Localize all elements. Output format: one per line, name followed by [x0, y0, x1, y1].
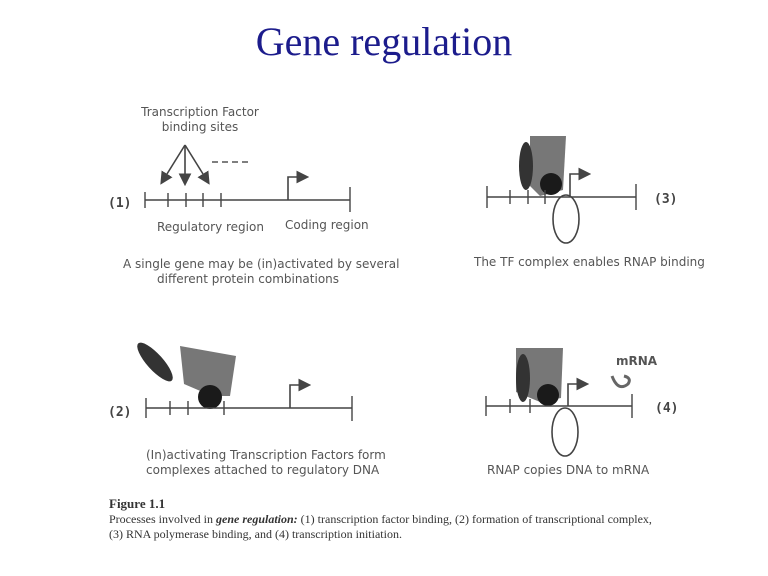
panel-caption: RNAP copies DNA to mRNA — [487, 463, 650, 477]
panel-1: Transcription Factor binding sites (1) R… — [108, 105, 399, 286]
panel-number: (4) — [655, 401, 678, 416]
tf-round-protein — [537, 384, 559, 406]
panel-number: (2) — [108, 405, 131, 420]
panel-number: (3) — [654, 192, 677, 207]
tf-dark-protein — [516, 354, 530, 402]
page-title: Gene regulation — [255, 19, 513, 64]
tf-gray-protein — [180, 346, 236, 396]
tf-label-line1: Transcription Factor — [140, 105, 259, 119]
promoter-arrow — [567, 377, 590, 406]
tf-round-protein — [198, 385, 222, 409]
promoter-arrow — [287, 170, 310, 200]
panel-3: (3) The TF complex enables RNAP binding — [473, 136, 705, 269]
panel-caption: The TF complex enables RNAP binding — [473, 255, 705, 269]
mrna-curl-icon — [610, 374, 631, 389]
tf-round-protein — [540, 173, 562, 195]
promoter-arrow — [569, 167, 592, 197]
panel-2: (2) (In)activating Transcription Factors… — [108, 342, 386, 477]
rnap-polymerase — [551, 407, 579, 457]
panel-caption-line2: complexes attached to regulatory DNA — [146, 463, 380, 477]
figure-label: Figure 1.1 — [109, 496, 165, 511]
figure-caption: Figure 1.1 Processes involved in gene re… — [109, 496, 652, 541]
panel-4: mRNA (4) RNAP copies DNA to mRNA — [485, 348, 678, 477]
panel-number: (1) — [108, 196, 131, 211]
binding-arrow — [184, 144, 210, 185]
panel-caption-line1: (In)activating Transcription Factors for… — [146, 448, 386, 462]
tf-dark-protein — [137, 342, 173, 382]
rnap-polymerase — [552, 194, 580, 244]
binding-arrow — [160, 144, 186, 185]
tf-dark-protein — [519, 142, 533, 190]
panel-caption-line1: A single gene may be (in)activated by se… — [123, 257, 399, 271]
coding-region-label: Coding region — [285, 218, 369, 232]
promoter-arrow — [289, 378, 312, 408]
figure-caption-line2: (3) RNA polymerase binding, and (4) tran… — [109, 527, 402, 541]
tf-label-line2: binding sites — [162, 120, 238, 134]
panel-caption-line2: different protein combinations — [157, 272, 339, 286]
figure-caption-line1: Processes involved in gene regulation: (… — [109, 512, 652, 526]
regulatory-region-label: Regulatory region — [157, 220, 264, 234]
mrna-label: mRNA — [616, 354, 658, 368]
